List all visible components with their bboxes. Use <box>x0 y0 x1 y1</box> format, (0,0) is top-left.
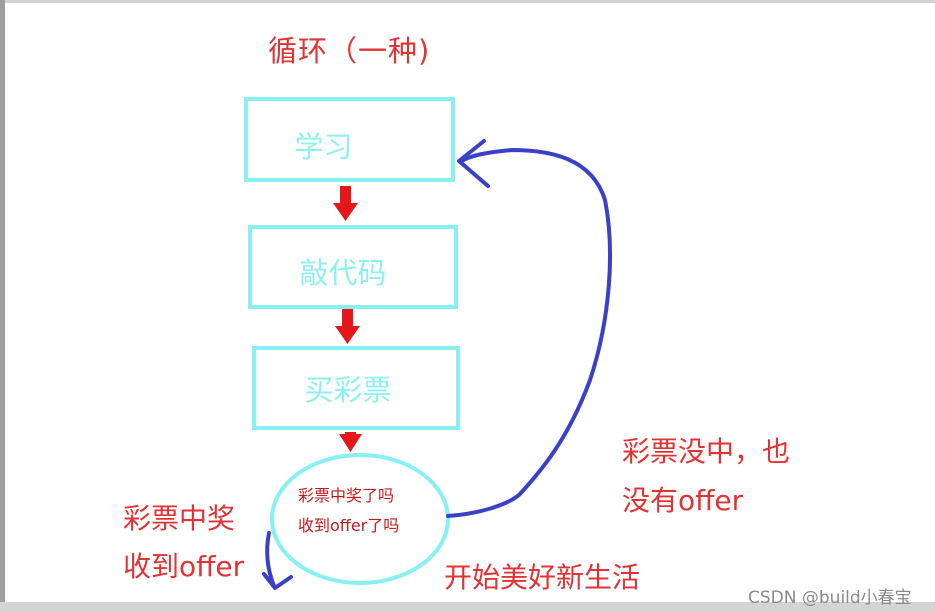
decision-ellipse <box>270 453 450 585</box>
window-bottom-border <box>0 602 935 612</box>
diagram-canvas <box>5 3 935 602</box>
csdn-watermark: CSDN @build小春宝 <box>748 588 912 608</box>
box-study-label: 学习 <box>294 129 353 164</box>
label-new-life: 开始美好新生活 <box>444 561 641 594</box>
box-code: 敲代码 <box>248 225 458 309</box>
label-offer-received: 收到offer <box>123 550 245 583</box>
loop-arrowhead-icon <box>457 139 490 188</box>
box-lottery: 买彩票 <box>252 346 460 430</box>
box-lottery-label: 买彩票 <box>304 373 392 407</box>
exit-arrow-icon <box>262 531 293 590</box>
box-code-label: 敲代码 <box>299 256 387 290</box>
decision-question-offer: 收到offer了吗 <box>298 516 400 535</box>
box-study: 学习 <box>244 97 455 182</box>
window-left-border <box>0 0 5 612</box>
label-no-offer: 没有offer <box>622 484 744 517</box>
label-lottery-won: 彩票中奖 <box>123 502 236 535</box>
arrow-lottery-to-decision <box>339 432 362 452</box>
label-lottery-lost: 彩票没中，也 <box>622 435 791 468</box>
window-top-border <box>0 0 935 3</box>
arrow-code-to-lottery <box>335 309 360 344</box>
decision-question-lottery: 彩票中奖了吗 <box>298 486 395 505</box>
loop-back-line <box>446 147 612 518</box>
diagram-title: 循环（一种) <box>268 34 431 68</box>
arrow-study-to-code <box>333 186 358 221</box>
